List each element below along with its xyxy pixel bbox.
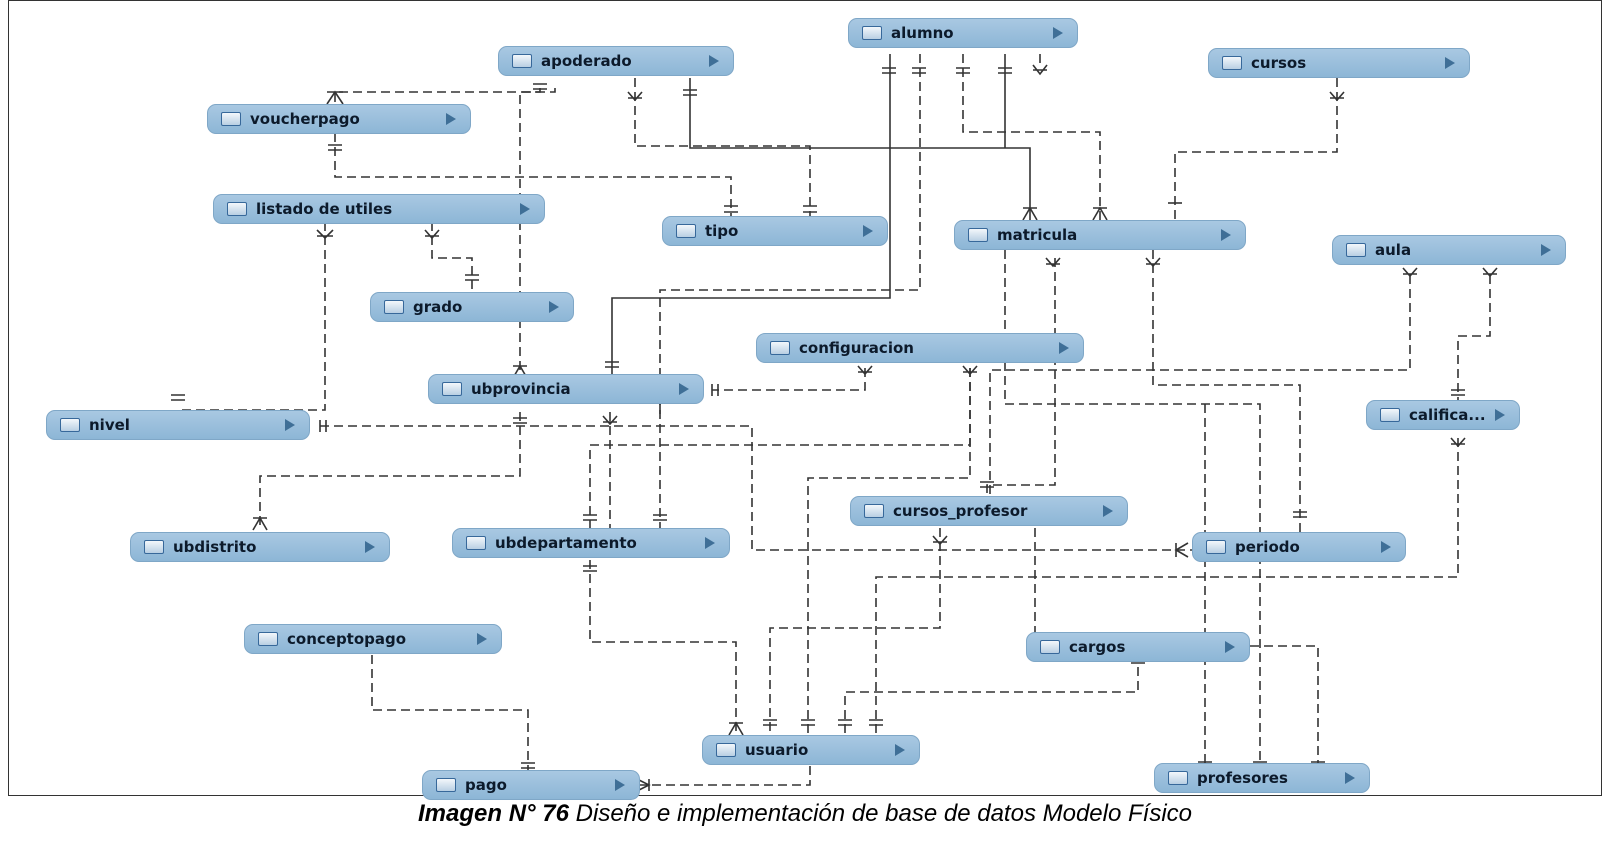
table-icon: [144, 540, 164, 554]
entity-cursos-profesor[interactable]: cursos_profesor: [850, 496, 1128, 526]
entity-voucherpago[interactable]: voucherpago: [207, 104, 471, 134]
entity-aula[interactable]: aula: [1332, 235, 1566, 265]
entity-configuracion[interactable]: configuracion: [756, 333, 1084, 363]
table-icon: [384, 300, 404, 314]
expand-arrow-icon[interactable]: [705, 537, 715, 549]
entity-ubdistrito[interactable]: ubdistrito: [130, 532, 390, 562]
entity-label: ubdistrito: [173, 538, 257, 556]
table-icon: [1380, 408, 1400, 422]
entity-label: matricula: [997, 226, 1078, 244]
relationship-lines: [171, 54, 1498, 792]
entity-label: ubdepartamento: [495, 534, 637, 552]
entity-cargos[interactable]: cargos: [1026, 632, 1250, 662]
entity-matricula[interactable]: matricula: [954, 220, 1246, 250]
entity-tipo[interactable]: tipo: [662, 216, 888, 246]
entity-label: cursos_profesor: [893, 502, 1028, 520]
entity-label: voucherpago: [250, 110, 360, 128]
entity-cursos[interactable]: cursos: [1208, 48, 1470, 78]
table-icon: [1222, 56, 1242, 70]
relationship-endpoints: [171, 64, 1498, 792]
caption-label: Imagen N° 76: [418, 800, 569, 827]
expand-arrow-icon[interactable]: [679, 383, 689, 395]
figure-caption: Imagen N° 76 Diseño e implementación de …: [8, 800, 1602, 828]
table-icon: [258, 632, 278, 646]
caption-divider: [8, 795, 1602, 796]
expand-arrow-icon[interactable]: [615, 779, 625, 791]
expand-arrow-icon[interactable]: [1381, 541, 1391, 553]
expand-arrow-icon[interactable]: [1225, 641, 1235, 653]
entity-label: tipo: [705, 222, 739, 240]
entity-label: profesores: [1197, 769, 1288, 787]
entity-label: nivel: [89, 416, 130, 434]
table-icon: [466, 536, 486, 550]
entity-conceptopago[interactable]: conceptopago: [244, 624, 502, 654]
expand-arrow-icon[interactable]: [1059, 342, 1069, 354]
table-icon: [770, 341, 790, 355]
entity-alumno[interactable]: alumno: [848, 18, 1078, 48]
expand-arrow-icon[interactable]: [1541, 244, 1551, 256]
table-icon: [436, 778, 456, 792]
expand-arrow-icon[interactable]: [446, 113, 456, 125]
expand-arrow-icon[interactable]: [520, 203, 530, 215]
entity-apoderado[interactable]: apoderado: [498, 46, 734, 76]
entity-periodo[interactable]: periodo: [1192, 532, 1406, 562]
table-icon: [221, 112, 241, 126]
entity-califica[interactable]: califica...: [1366, 400, 1520, 430]
table-icon: [60, 418, 80, 432]
expand-arrow-icon[interactable]: [1445, 57, 1455, 69]
entity-grado[interactable]: grado: [370, 292, 574, 322]
expand-arrow-icon[interactable]: [285, 419, 295, 431]
solid-relationships: [611, 54, 1031, 414]
entity-label: usuario: [745, 741, 809, 759]
entity-label: pago: [465, 776, 507, 794]
expand-arrow-icon[interactable]: [1345, 772, 1355, 784]
expand-arrow-icon[interactable]: [1053, 27, 1063, 39]
table-icon: [1206, 540, 1226, 554]
entity-label: listado de utiles: [256, 200, 393, 218]
table-icon: [968, 228, 988, 242]
table-icon: [676, 224, 696, 238]
entity-label: cursos: [1251, 54, 1307, 72]
entity-profesores[interactable]: profesores: [1154, 763, 1370, 793]
expand-arrow-icon[interactable]: [549, 301, 559, 313]
table-icon: [716, 743, 736, 757]
dashed-relationships: [177, 54, 1491, 786]
table-icon: [1040, 640, 1060, 654]
expand-arrow-icon[interactable]: [895, 744, 905, 756]
expand-arrow-icon[interactable]: [477, 633, 487, 645]
diagram-frame: [8, 0, 1602, 796]
entity-label: alumno: [891, 24, 954, 42]
entity-nivel[interactable]: nivel: [46, 410, 310, 440]
entity-label: configuracion: [799, 339, 914, 357]
entity-label: periodo: [1235, 538, 1300, 556]
expand-arrow-icon[interactable]: [365, 541, 375, 553]
entity-usuario[interactable]: usuario: [702, 735, 920, 765]
entity-pago[interactable]: pago: [422, 770, 640, 800]
table-icon: [227, 202, 247, 216]
expand-arrow-icon[interactable]: [1495, 409, 1505, 421]
table-icon: [1168, 771, 1188, 785]
table-icon: [442, 382, 462, 396]
table-icon: [512, 54, 532, 68]
entity-ubprovincia[interactable]: ubprovincia: [428, 374, 704, 404]
table-icon: [1346, 243, 1366, 257]
entity-label: conceptopago: [287, 630, 407, 648]
expand-arrow-icon[interactable]: [1221, 229, 1231, 241]
entity-label: aula: [1375, 241, 1412, 259]
table-icon: [862, 26, 882, 40]
entity-label: ubprovincia: [471, 380, 571, 398]
expand-arrow-icon[interactable]: [1103, 505, 1113, 517]
entity-ubdepartamento[interactable]: ubdepartamento: [452, 528, 730, 558]
entity-label: grado: [413, 298, 463, 316]
expand-arrow-icon[interactable]: [863, 225, 873, 237]
entity-label: califica...: [1409, 406, 1486, 424]
table-icon: [864, 504, 884, 518]
expand-arrow-icon[interactable]: [709, 55, 719, 67]
entity-label: cargos: [1069, 638, 1126, 656]
caption-text: Diseño e implementación de base de datos…: [568, 800, 1192, 827]
entity-listado-de-utiles[interactable]: listado de utiles: [213, 194, 545, 224]
entity-label: apoderado: [541, 52, 632, 70]
